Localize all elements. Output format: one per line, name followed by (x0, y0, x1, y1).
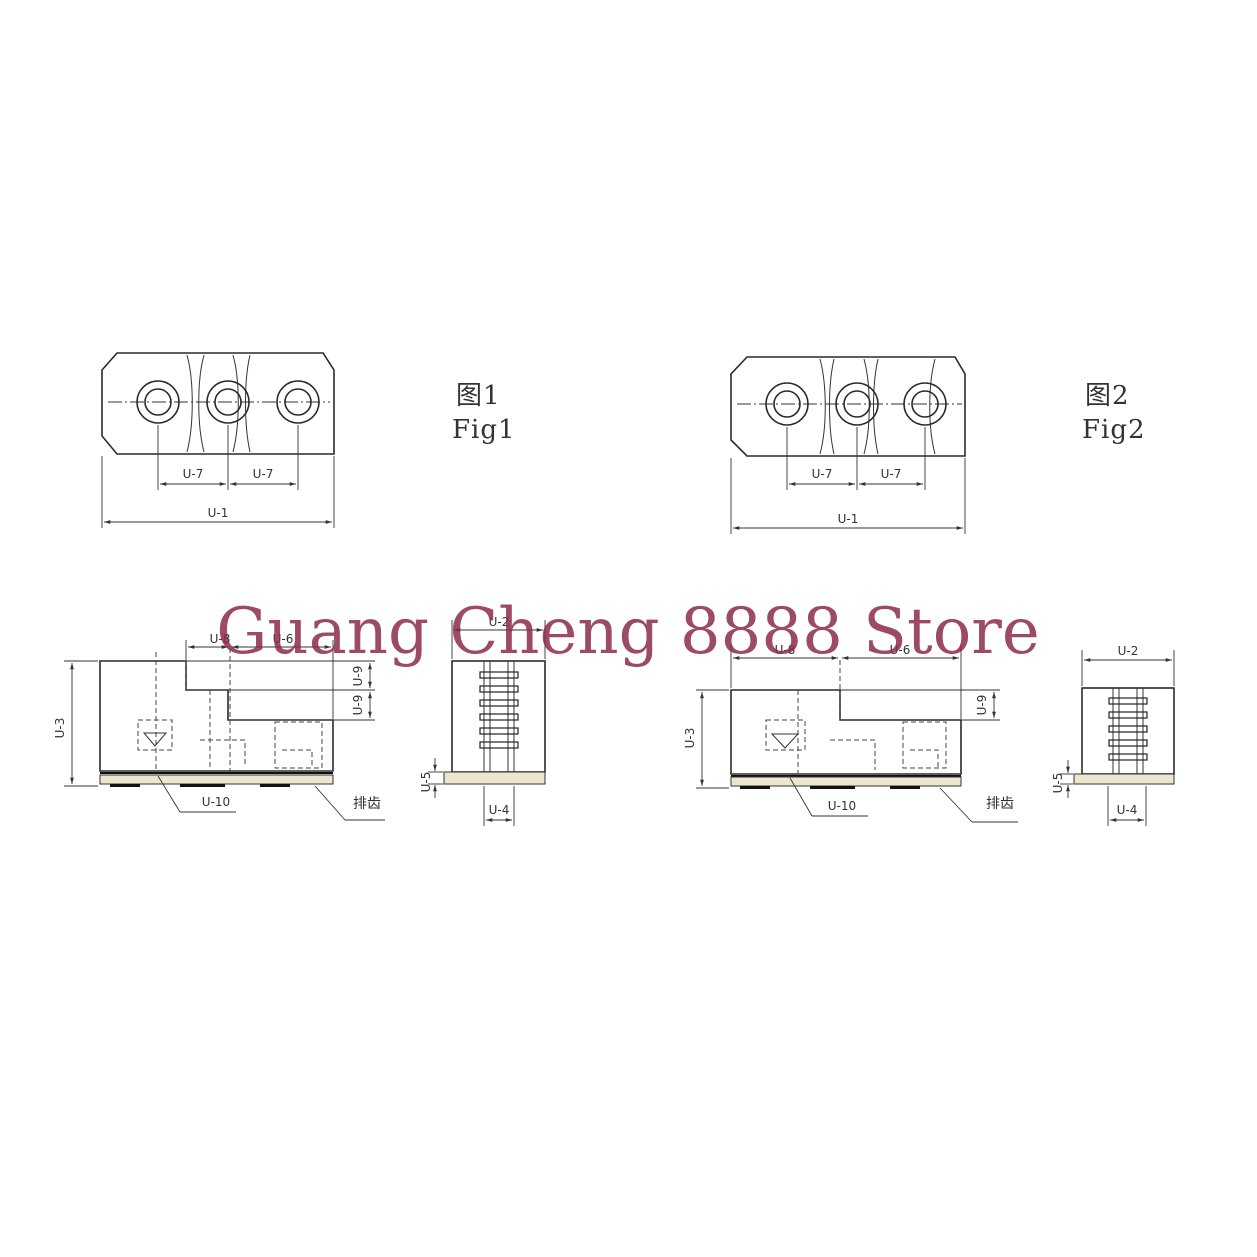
fig2-end-view: U-2 U-4 U-5 (1051, 644, 1175, 826)
fig1-dim-u5: U-5 (419, 772, 433, 793)
fig2-dim-u7-right: U-7 (881, 467, 902, 481)
fig2-serration-teeth (1108, 697, 1148, 761)
fig1-side-view: U-3 U-8 U-6 U-9 U-9 U-10 排齿 (53, 632, 385, 821)
fig1-dim-u10: U-10 (202, 795, 230, 809)
fig1-dim-u3: U-3 (53, 718, 67, 739)
fig1-dim-u4: U-4 (489, 803, 510, 817)
fig1-label-cn: 图1 (456, 381, 501, 411)
fig1-dim-u7-right: U-7 (253, 467, 274, 481)
fig2-dim-u4: U-4 (1117, 803, 1138, 817)
fig1-dim-u6: U-6 (273, 632, 294, 646)
fig1-label-en: Fig1 (452, 415, 516, 445)
fig2-label-cn: 图2 (1085, 381, 1130, 411)
fig1-end-view: U-2 U-4 U-5 (419, 615, 546, 826)
fig2-dim-u6: U-6 (890, 643, 911, 657)
fig1-dim-u2: U-2 (489, 615, 510, 629)
fig1-dim-u7-left: U-7 (183, 467, 204, 481)
fig2-bolt-hole-3 (903, 382, 947, 426)
fig2-side-view: U-3 U-8 U-6 U-9 U-10 排齿 (683, 643, 1018, 823)
fig2-dim-u7-left: U-7 (812, 467, 833, 481)
fig2-dim-u10: U-10 (828, 799, 856, 813)
fig2-bolt-hole-1 (765, 382, 809, 426)
fig1-bolt-hole-2 (206, 380, 250, 424)
fig2-dim-u1: U-1 (838, 512, 859, 526)
fig1-serrations-label: 排齿 (353, 796, 381, 812)
fig2-dim-u9: U-9 (975, 695, 989, 716)
fig2-dim-u3: U-3 (683, 728, 697, 749)
store-watermark: Guang Cheng 8888 Store (216, 595, 1039, 669)
fig1-bolt-hole-1 (136, 380, 180, 424)
fig2-base-strip (730, 775, 962, 789)
fig1-top-view: U-7 U-7 U-1 (101, 352, 335, 528)
fig2-dim-u2: U-2 (1118, 644, 1139, 658)
fig2-serrations-label: 排齿 (986, 796, 1014, 812)
fig2-top-view: U-7 U-7 U-1 (730, 356, 966, 534)
fig1-dim-u1: U-1 (208, 506, 229, 520)
fig2-dim-u8: U-8 (775, 643, 796, 657)
fig1-dim-u9-bottom: U-9 (351, 695, 365, 716)
fig1-serration-teeth (479, 671, 519, 749)
fig1-dim-u8: U-8 (210, 632, 231, 646)
fig1-dim-u9-top: U-9 (351, 666, 365, 687)
fig2-label-en: Fig2 (1082, 415, 1146, 445)
fig1-bolt-hole-3 (276, 380, 320, 424)
fig2-dim-u5: U-5 (1051, 773, 1065, 794)
fig1-base-strip (99, 772, 334, 787)
fig2-bolt-hole-2 (835, 382, 879, 426)
